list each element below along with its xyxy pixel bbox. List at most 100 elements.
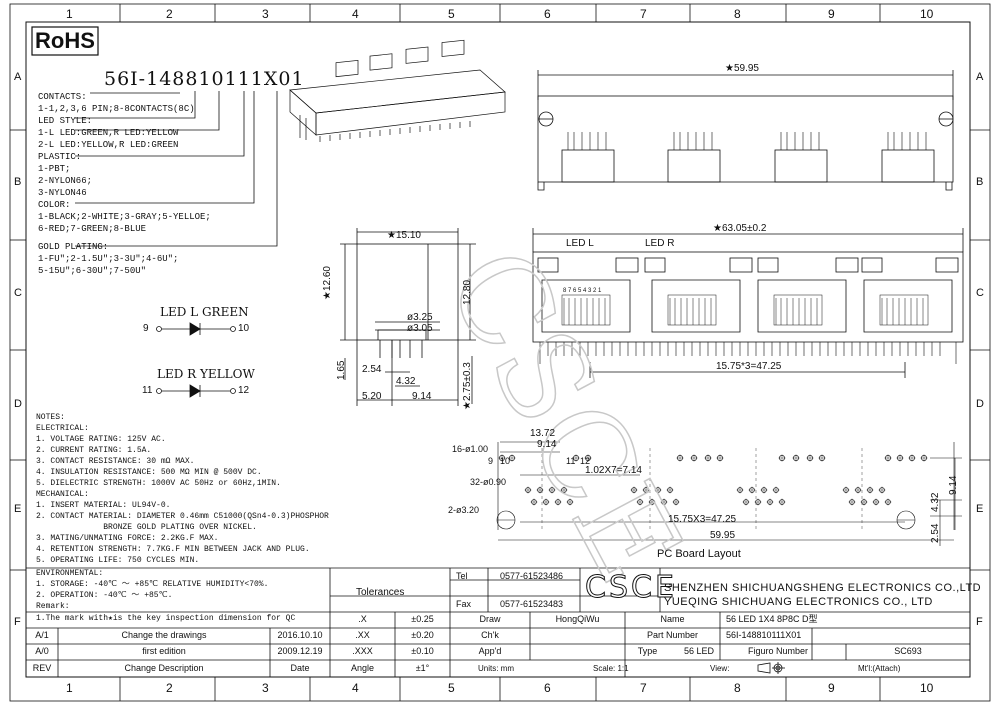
name-value: 56 LED 1X4 8P8C D型 bbox=[726, 614, 818, 624]
col-label-4-bottom: 4 bbox=[352, 681, 359, 695]
row-label-b: B bbox=[14, 176, 22, 188]
dim-side-h2: 12.80 bbox=[462, 279, 473, 305]
isometric-connector bbox=[289, 39, 506, 142]
pcb-pin-11: 11 bbox=[566, 456, 576, 466]
led-r-label: LED R YELLOW bbox=[157, 367, 255, 381]
side-view bbox=[340, 228, 476, 406]
col-label-6-bottom: 6 bbox=[544, 681, 551, 695]
signal-hole-3-b0-crosshair bbox=[848, 498, 856, 506]
color-value-1: 1-BLACK;2-WHITE;3-GRAY;5-YELLOE; bbox=[38, 212, 211, 222]
row-label-d: D bbox=[14, 398, 22, 410]
led-symbols bbox=[156, 322, 236, 398]
electrical-note-3: 3. CONTACT RESISTANCE: 30 mΩ MAX. bbox=[36, 457, 195, 466]
dim-side-275: ★2.75±0.3 bbox=[462, 362, 473, 410]
signal-hole-0-a1-crosshair bbox=[536, 486, 544, 494]
tol-val-angle: ±1° bbox=[415, 663, 430, 673]
contacts-label: CONTACTS: bbox=[38, 92, 87, 102]
plastic-value-1: 1-PBT; bbox=[38, 164, 71, 174]
dim-side-914: 9.14 bbox=[412, 391, 432, 402]
row-label-a: A bbox=[14, 71, 22, 83]
date-header: Date bbox=[290, 663, 310, 673]
dim-pcb-32-holes: 32-ø0.90 bbox=[470, 477, 507, 487]
pcb-layout-title: PC Board Layout bbox=[657, 548, 741, 560]
col-label-5-bottom: 5 bbox=[448, 681, 455, 695]
remark-text: 1.The mark with★is the key inspection di… bbox=[36, 614, 296, 623]
label-led-r: LED R bbox=[645, 238, 675, 249]
remark-label: Remark: bbox=[36, 602, 70, 611]
row-label-a-right: A bbox=[976, 71, 984, 83]
signal-hole-3-b3-crosshair bbox=[884, 498, 892, 506]
dim-pcb-914: 9.14 bbox=[537, 439, 557, 450]
mechanical-label: MECHANICAL: bbox=[36, 490, 89, 499]
led-hole-3-3-crosshair bbox=[920, 454, 928, 462]
dim-top-width: ★59.95 bbox=[725, 63, 759, 74]
rohs-label: RoHS bbox=[35, 28, 95, 53]
row-label-e-right: E bbox=[976, 503, 984, 515]
col-label-7: 7 bbox=[640, 7, 647, 21]
notes-title: NOTES: bbox=[36, 413, 65, 422]
signal-hole-1-a2-crosshair bbox=[654, 486, 662, 494]
col-label-1: 1 bbox=[66, 7, 73, 21]
led-r-pin-2: 12 bbox=[238, 385, 250, 396]
row-label-b-right: B bbox=[976, 176, 984, 188]
led-l-pin-1: 9 bbox=[143, 323, 149, 334]
rev-a0: A/0 bbox=[35, 646, 49, 656]
signal-hole-1-a1-crosshair bbox=[642, 486, 650, 494]
col-label-9: 9 bbox=[828, 7, 835, 21]
col-label-3: 3 bbox=[262, 7, 269, 21]
title-block bbox=[26, 567, 970, 677]
column-ticks bbox=[119, 4, 881, 701]
signal-hole-1-b3-crosshair bbox=[672, 498, 680, 506]
pcb-pin-12: 12 bbox=[580, 456, 591, 466]
dim-pcb-total: 59.95 bbox=[710, 530, 736, 541]
tol-key-xxx: .XXX bbox=[352, 646, 373, 656]
gold-plating-value-2: 5-15U";6-30U";7-50U" bbox=[38, 266, 147, 276]
signal-hole-0-a0-crosshair bbox=[524, 486, 532, 494]
company-name-shenzhen: SHENZHEN SHICHUANGSHENG ELECTRONICS CO.,… bbox=[664, 582, 982, 594]
dim-side-h1: ★12.60 bbox=[322, 266, 333, 300]
dim-pcb-1372: 13.72 bbox=[530, 428, 556, 439]
dim-pcb-16-holes: 16-ø1.00 bbox=[452, 444, 489, 454]
rev-header: REV bbox=[32, 663, 52, 673]
part-code-leaders bbox=[75, 91, 278, 247]
col-label-8-bottom: 8 bbox=[734, 681, 741, 695]
dim-pcb-pitch: 15.75X3=47.25 bbox=[668, 514, 737, 525]
mechanical-note-4: 4. RETENTION STRENGTH: 7.7KG.F MIN BETWE… bbox=[36, 545, 310, 554]
led-hole-1-3-crosshair bbox=[716, 454, 724, 462]
led-hole-2-0-crosshair bbox=[778, 454, 786, 462]
dim-side-width: ★15.10 bbox=[387, 230, 421, 241]
signal-hole-0-b2-crosshair bbox=[554, 498, 562, 506]
dim-side-432: 4.32 bbox=[396, 376, 416, 387]
col-label-5: 5 bbox=[448, 7, 455, 21]
electrical-label: ELECTRICAL: bbox=[36, 424, 89, 433]
mechanical-note-3: 3. MATING/UNMATING FORCE: 2.2KG.F MAX. bbox=[36, 534, 219, 543]
color-label: COLOR: bbox=[38, 200, 71, 210]
signal-hole-2-b2-crosshair bbox=[766, 498, 774, 506]
signal-hole-1-a0-crosshair bbox=[630, 486, 638, 494]
col-label-3-bottom: 3 bbox=[262, 681, 269, 695]
col-label-7-bottom: 7 bbox=[640, 681, 647, 695]
signal-hole-0-a2-crosshair bbox=[548, 486, 556, 494]
contacts-value: 1-1,2,3,6 PIN;8-8CONTACTS(8C) bbox=[38, 104, 195, 114]
signal-hole-0-b1-crosshair bbox=[542, 498, 550, 506]
dim-front-pitch: 15.75*3=47.25 bbox=[716, 361, 782, 372]
led-hole-0-1-crosshair bbox=[508, 454, 516, 462]
view-label: View: bbox=[710, 664, 730, 673]
rev-a1: A/1 bbox=[35, 630, 49, 640]
tel-label: Tel bbox=[456, 571, 468, 581]
rev-a1-date: 2016.10.10 bbox=[277, 630, 323, 640]
electrical-note-4: 4. INSULATION RESISTANCE: 500 MΩ MIN @ 5… bbox=[36, 468, 262, 477]
scale-label: Scale: 1:1 bbox=[593, 664, 629, 673]
signal-hole-2-b3-crosshair bbox=[778, 498, 786, 506]
tol-val-x: ±0.25 bbox=[411, 614, 434, 624]
plastic-value-3: 3-NYLON46 bbox=[38, 188, 87, 198]
plastic-value-2: 2-NYLON66; bbox=[38, 176, 93, 186]
led-l-pin-2: 10 bbox=[238, 323, 250, 334]
part-number-value: 56I-148810111X01 bbox=[726, 630, 802, 640]
name-label: Name bbox=[660, 614, 685, 624]
led-style-value-2: 2-L LED:YELLOW,R LED:GREEN bbox=[38, 140, 179, 150]
tol-key-xx: .XX bbox=[355, 630, 370, 640]
mechanical-note-2b: BRONZE GOLD PLATING OVER NICKEL. bbox=[36, 523, 257, 532]
draw-label: Draw bbox=[479, 614, 501, 624]
